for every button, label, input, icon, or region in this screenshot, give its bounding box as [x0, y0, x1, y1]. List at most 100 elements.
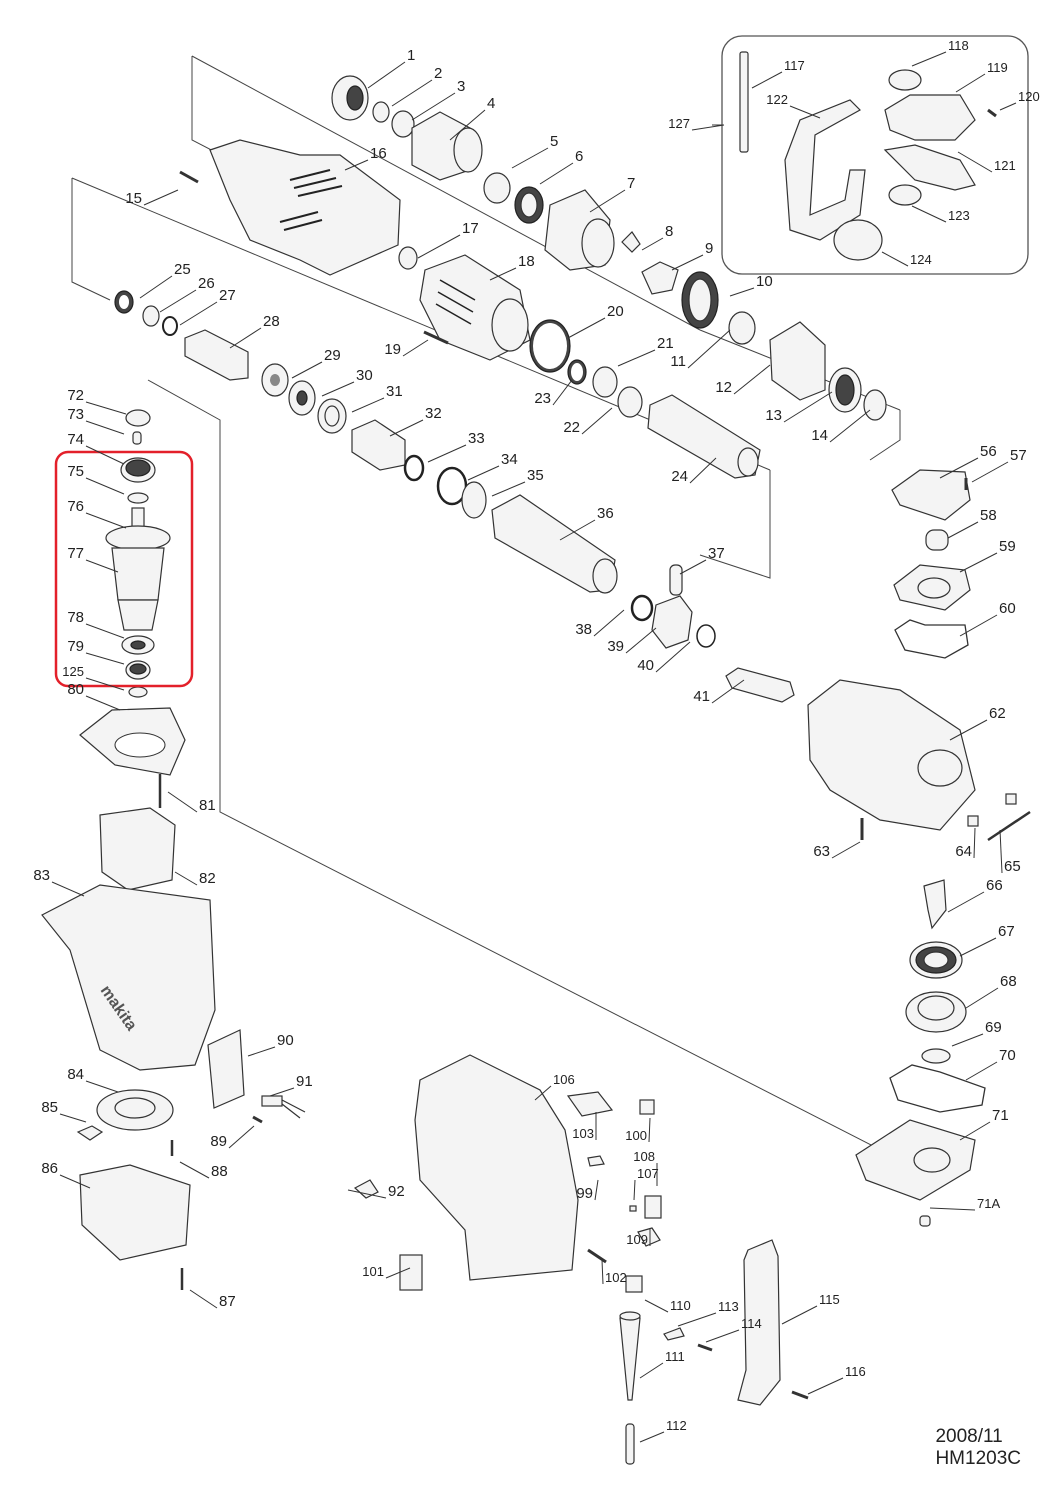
- leader-line-82: [174, 871, 198, 886]
- leader-line-17: [417, 234, 461, 259]
- part-label-41: 41: [693, 688, 710, 705]
- part-label-73: 73: [67, 406, 84, 423]
- part-label-82: 82: [199, 870, 216, 887]
- leader-line-100: [648, 1117, 651, 1143]
- part-label-121: 121: [994, 158, 1016, 173]
- part-label-38: 38: [575, 621, 592, 638]
- leader-line-4: [449, 109, 486, 141]
- leader-line-78: [85, 623, 125, 639]
- leader-line-66: [947, 891, 985, 913]
- part-label-14: 14: [811, 427, 828, 444]
- highlighted-armature-assembly: [54, 450, 194, 688]
- leader-line-10: [729, 287, 755, 297]
- part-label-20: 20: [607, 303, 624, 320]
- leader-line-26: [159, 289, 197, 313]
- part-label-29: 29: [324, 347, 341, 364]
- leader-line-127: [691, 124, 725, 131]
- part-label-12: 12: [715, 379, 732, 396]
- leader-line-124: [881, 251, 909, 267]
- part-label-87: 87: [219, 1293, 236, 1310]
- leader-line-2: [391, 79, 433, 107]
- leader-line-118: [911, 51, 947, 67]
- leader-line-111: [639, 1362, 664, 1379]
- part-label-27: 27: [219, 287, 236, 304]
- part-label-58: 58: [980, 507, 997, 524]
- part-label-24: 24: [671, 468, 688, 485]
- leader-line-68: [965, 987, 999, 1009]
- part-label-18: 18: [518, 253, 535, 270]
- part-label-15: 15: [125, 190, 142, 207]
- part-label-108: 108: [633, 1149, 655, 1164]
- leader-line-16: [344, 159, 369, 171]
- inset-side-handle-assembly: [712, 35, 1029, 275]
- leader-line-85: [59, 1113, 87, 1123]
- leader-line-30: [321, 381, 355, 397]
- part-label-102: 102: [605, 1270, 627, 1285]
- part-labels: 1234567891011121314151617181920212223242…: [33, 38, 1040, 1443]
- leader-line-63: [831, 841, 861, 859]
- leader-line-23: [552, 379, 573, 406]
- part-label-89: 89: [210, 1133, 227, 1150]
- leader-line-87: [189, 1289, 218, 1309]
- leader-line-99: [594, 1179, 599, 1201]
- part-label-86: 86: [41, 1160, 58, 1177]
- leader-line-72: [85, 401, 127, 415]
- part-label-70: 70: [999, 1047, 1016, 1064]
- leader-line-120: [999, 102, 1017, 111]
- part-label-10: 10: [756, 273, 773, 290]
- part-label-116: 116: [845, 1364, 866, 1379]
- part-label-118: 118: [948, 38, 969, 53]
- part-label-39: 39: [607, 638, 624, 655]
- leader-line-18: [489, 267, 517, 281]
- part-label-117: 117: [784, 58, 805, 73]
- part-label-26: 26: [198, 275, 215, 292]
- part-label-100: 100: [625, 1128, 647, 1143]
- leader-line-24: [689, 457, 717, 484]
- part-label-101: 101: [362, 1264, 384, 1279]
- part-label-67: 67: [998, 923, 1015, 940]
- part-label-36: 36: [597, 505, 614, 522]
- part-label-80: 80: [67, 681, 84, 698]
- part-label-109: 109: [626, 1232, 648, 1247]
- leader-line-11: [687, 329, 731, 369]
- part-label-63: 63: [813, 843, 830, 860]
- leader-line-121: [957, 151, 993, 173]
- part-label-125: 125: [62, 664, 84, 679]
- leader-line-64: [973, 827, 976, 859]
- part-shapes: makita: [41, 75, 1031, 1465]
- part-label-123: 123: [948, 208, 970, 223]
- part-label-112: 112: [666, 1418, 687, 1433]
- leader-line-76: [85, 512, 127, 529]
- part-label-66: 66: [986, 877, 1003, 894]
- part-label-21: 21: [657, 335, 674, 352]
- leader-line-114: [705, 1329, 740, 1343]
- part-label-115: 115: [819, 1292, 840, 1307]
- part-label-23: 23: [534, 390, 551, 407]
- part-label-68: 68: [1000, 973, 1017, 990]
- part-label-35: 35: [527, 467, 544, 484]
- part-label-40: 40: [637, 657, 654, 674]
- leader-line-71: [959, 1121, 991, 1141]
- leader-line-25: [139, 275, 173, 299]
- leader-line-7: [589, 189, 626, 213]
- leader-line-101: [385, 1267, 411, 1279]
- part-label-83: 83: [33, 867, 50, 884]
- part-label-56: 56: [980, 443, 997, 460]
- leader-line-88: [179, 1161, 210, 1179]
- leader-line-31: [351, 397, 385, 413]
- part-label-71: 71: [992, 1107, 1009, 1124]
- leader-line-14: [829, 409, 871, 443]
- part-label-111: 111: [665, 1349, 685, 1364]
- part-label-84: 84: [67, 1066, 84, 1083]
- revision-date: 2008/11: [935, 1426, 1003, 1447]
- leader-line-79: [85, 652, 125, 665]
- part-label-110: 110: [670, 1298, 691, 1313]
- part-label-59: 59: [999, 538, 1016, 555]
- part-label-65: 65: [1004, 858, 1021, 875]
- leader-line-112: [639, 1431, 665, 1443]
- leader-line-115: [781, 1305, 818, 1325]
- part-label-11: 11: [670, 353, 686, 370]
- leader-line-84: [85, 1080, 119, 1093]
- part-label-90: 90: [277, 1032, 294, 1049]
- part-label-81: 81: [199, 797, 216, 814]
